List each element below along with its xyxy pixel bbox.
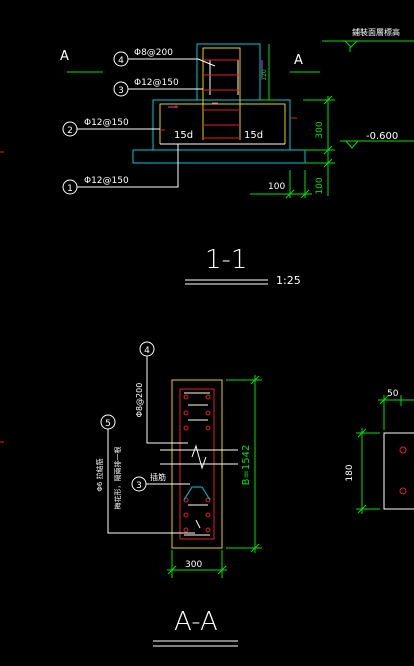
svg-text:300: 300 — [185, 560, 202, 570]
svg-text:3: 3 — [136, 481, 142, 491]
anchor-left-label: 15d — [174, 130, 193, 141]
svg-text:-0.600: -0.600 — [366, 131, 398, 142]
red-ties — [160, 59, 297, 139]
footing-slab — [132, 149, 306, 164]
svg-text:B=1542: B=1542 — [241, 445, 252, 486]
dim-horizontal: 100 — [250, 170, 312, 199]
svg-text:Φ8@200: Φ8@200 — [135, 383, 144, 418]
svg-text:4: 4 — [144, 346, 150, 356]
svg-text:Φ12@150: Φ12@150 — [84, 118, 129, 128]
svg-text:Φ12@150: Φ12@150 — [134, 78, 179, 88]
insert-bar — [183, 486, 211, 501]
svg-text:180: 180 — [345, 464, 355, 481]
scale-label: 1:25 — [276, 274, 301, 287]
rebar-dots — [183, 394, 211, 533]
svg-text:3: 3 — [118, 86, 124, 96]
svg-text:插筋: 插筋 — [150, 472, 166, 482]
svg-text:50: 50 — [387, 389, 399, 399]
section-a-a: 4 Φ8@200 5 Φ6 拉結筋 梅花形，隔兩排一根 3 插筋 300 — [95, 341, 262, 647]
cut-mark-left: A — [60, 49, 69, 64]
svg-text:梅花形，隔兩排一根: 梅花形，隔兩排一根 — [113, 447, 122, 510]
elevation-marker: -0.600 — [340, 131, 414, 149]
rebar-stirrup — [202, 47, 241, 140]
svg-text:5: 5 — [105, 419, 111, 429]
cut-mark-right: A — [294, 53, 303, 68]
dim-length: B=1542 — [226, 375, 262, 553]
callout-aa-5: 5 Φ6 拉結筋 梅花形，隔兩排一根 — [95, 414, 195, 534]
svg-text:120: 120 — [261, 69, 268, 81]
pedestal — [196, 43, 261, 100]
callout-3: 3 Φ12@150 — [113, 78, 203, 97]
detail-right: 50 180 — [345, 389, 414, 514]
svg-text:100: 100 — [268, 182, 285, 192]
dim-width: 300 — [167, 550, 227, 578]
ground-level-note: 鋪裝面層標高 — [322, 27, 414, 52]
detail-rect — [383, 432, 414, 510]
wall-base — [152, 99, 291, 150]
svg-text:2: 2 — [67, 126, 73, 136]
svg-text:Φ12@150: Φ12@150 — [84, 176, 129, 186]
svg-text:Φ8@200: Φ8@200 — [134, 48, 173, 58]
svg-text:Φ6 拉結筋: Φ6 拉結筋 — [95, 458, 104, 491]
section-1-1: 15d 15d A A 4 Φ8@200 3 Φ12@150 2 Φ12@150 — [60, 27, 414, 287]
svg-text:100: 100 — [315, 177, 325, 194]
anchor-right-label: 15d — [244, 130, 263, 141]
callout-1: 1 Φ12@150 — [62, 144, 179, 195]
ties — [184, 392, 210, 536]
section-title-1-1: 1-1 — [205, 245, 247, 275]
callout-aa-3: 3 插筋 — [131, 472, 190, 492]
callout-4: 4 Φ8@200 — [113, 48, 216, 67]
callout-2: 2 Φ12@150 — [62, 118, 160, 137]
break-line — [160, 444, 238, 470]
svg-text:300: 300 — [315, 121, 325, 138]
dim-vertical: 300 100 120 — [260, 44, 335, 196]
callout-aa-4: 4 Φ8@200 — [135, 341, 188, 444]
rebar-cage-outer — [159, 103, 286, 144]
svg-text:4: 4 — [118, 56, 124, 66]
svg-text:鋪裝面層標高: 鋪裝面層標高 — [352, 27, 400, 37]
section-title-a-a: A-A — [174, 607, 218, 637]
svg-text:1: 1 — [67, 184, 73, 194]
